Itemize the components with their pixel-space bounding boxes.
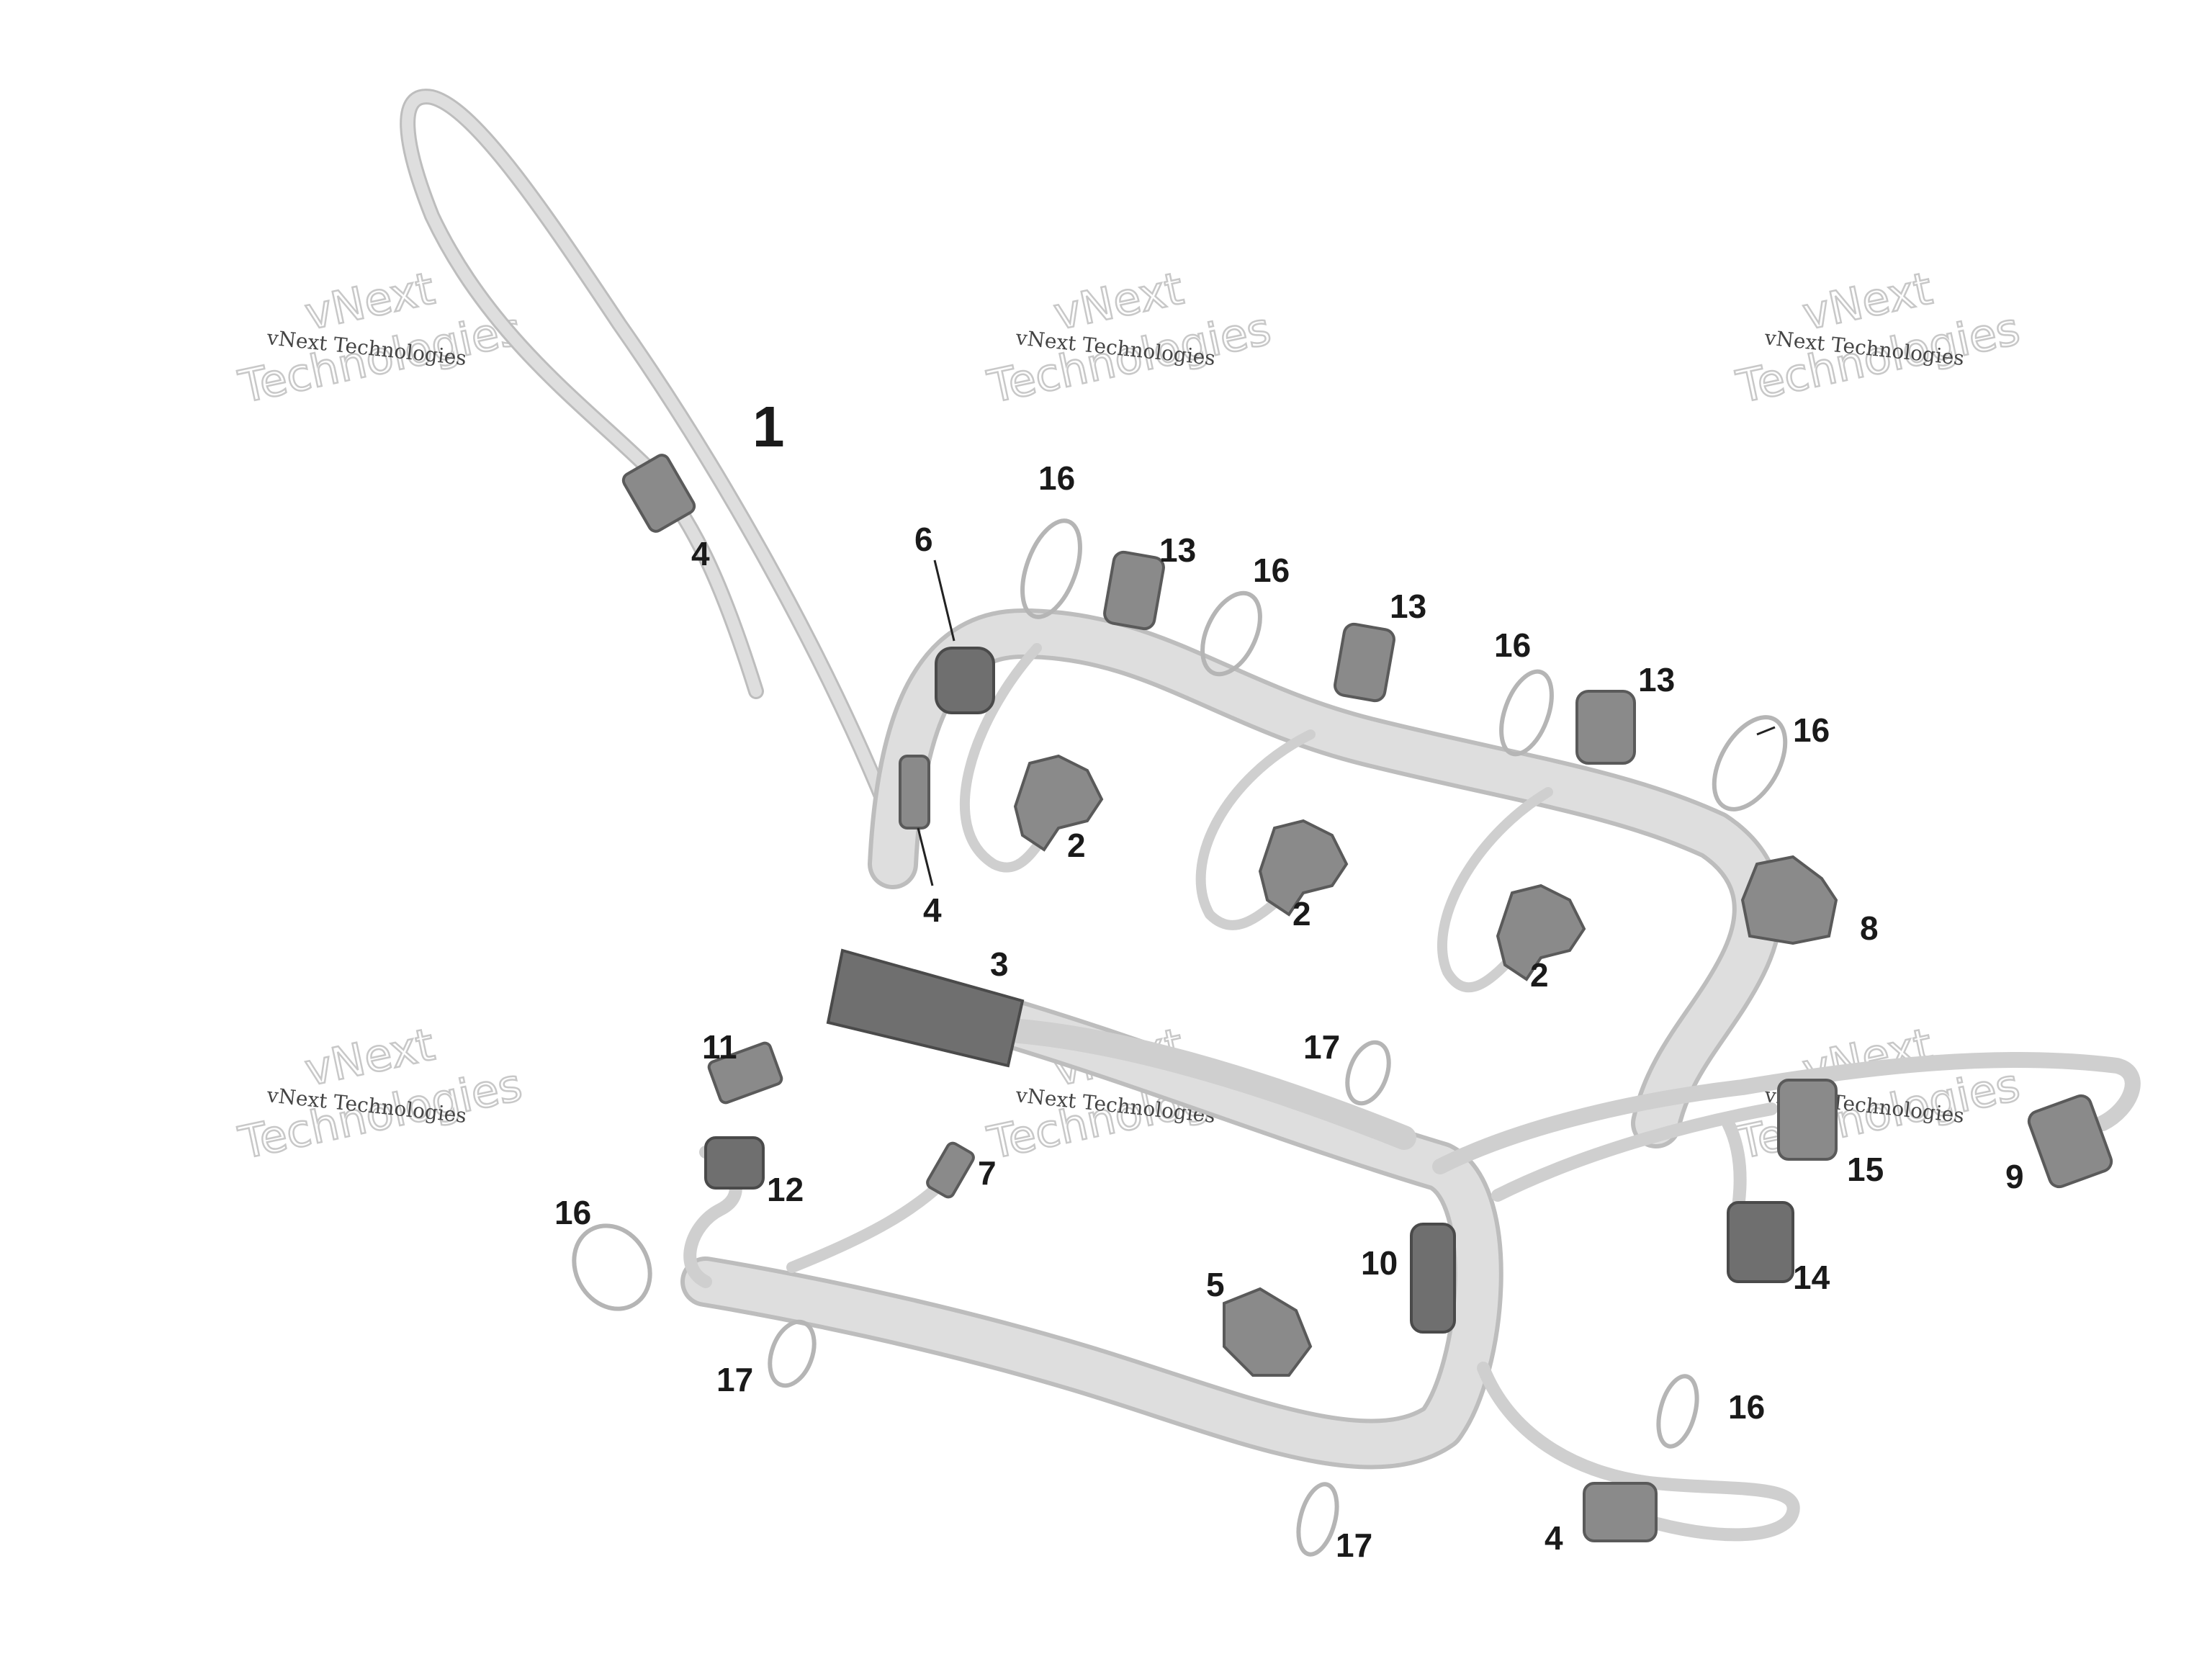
branch-wire-2c [1437,787,1553,993]
callout-labels: 1 4 16 6 13 16 13 16 13 16 2 4 2 8 3 2 1… [554,395,2024,1564]
connector-6 [935,647,995,714]
connector-4-left [899,755,930,830]
connectors [621,454,2113,1542]
ring-16f [1656,1374,1699,1449]
ring-17c [1296,1482,1339,1557]
callout-8: 8 [1860,909,1879,947]
callout-17c: 17 [1336,1527,1372,1564]
connector-4-top [621,454,696,533]
callout-17b: 17 [716,1361,753,1398]
ring-16a [1020,518,1082,619]
connector-10 [1410,1223,1456,1334]
upper-loop-wire-fill [402,91,891,812]
connector-11 [707,1041,783,1105]
callout-12: 12 [767,1171,804,1208]
callout-16c: 16 [1494,626,1531,664]
watermarks: vNext Technologies vNext Technologies vN… [233,261,2025,1170]
leader-lines [917,559,1776,886]
callout-13b: 13 [1390,588,1426,625]
callout-9: 9 [2005,1158,2024,1195]
ring-16c [1499,669,1554,757]
branch-wire-15 [1491,1102,1778,1202]
connector-3 [826,948,1025,1068]
connector-13b [1334,622,1395,703]
callout-11: 11 [702,1028,737,1066]
rings [572,518,1788,1557]
connector-7 [926,1141,975,1199]
ring-16b [1200,590,1262,677]
upper-loop-wire [400,89,894,814]
connector-15 [1777,1079,1838,1161]
callout-14: 14 [1793,1259,1830,1296]
callout-4a: 4 [691,535,710,572]
callout-2b: 2 [1292,895,1311,932]
connector-14 [1727,1201,1794,1283]
callout-16a: 16 [1038,459,1075,497]
callout-16b: 16 [1253,552,1290,589]
leader-16d [1756,726,1776,736]
callout-13c: 13 [1638,661,1675,698]
callout-16f: 16 [1728,1388,1765,1426]
harness-body [400,89,2141,1542]
callout-2c: 2 [1530,956,1549,994]
leader-6 [933,559,956,642]
callout-6: 6 [914,521,933,558]
connector-9 [2027,1094,2113,1189]
bottom-trunk-fill [685,1002,1499,1465]
callout-3: 3 [990,945,1009,983]
branch-wire-2a [959,643,1056,873]
callout-2a: 2 [1067,827,1086,864]
connector-8 [1740,855,1838,945]
callout-16d: 16 [1793,711,1830,749]
callout-4b: 4 [923,891,942,929]
connector-2a [1013,754,1104,852]
connector-4-bottom [1583,1482,1658,1542]
ring-16d [1712,715,1788,811]
branch-wire-9 [1432,1051,2141,1174]
top-trunk-fill [872,613,1779,1144]
callout-7: 7 [978,1154,997,1192]
callout-10: 10 [1361,1244,1398,1282]
ring-17b [768,1319,817,1388]
branch-wire-4-bottom [1477,1362,1800,1542]
ring-17a [1345,1040,1391,1106]
callout-13a: 13 [1159,531,1196,569]
callout-17a: 17 [1303,1028,1340,1066]
callout-4c: 4 [1545,1519,1563,1557]
connector-2c [1496,884,1586,981]
connector-13a [1103,550,1165,631]
branch-wire-2b [1195,729,1316,930]
callout-15: 15 [1847,1151,1884,1188]
connector-13c [1575,690,1636,765]
callout-16e: 16 [554,1194,591,1231]
callout-1: 1 [752,395,785,459]
leader-4-left [917,827,934,886]
connector-12 [704,1136,765,1190]
callout-5: 5 [1206,1266,1225,1303]
ring-16e [572,1223,652,1311]
connector-2b [1258,819,1349,917]
connector-5 [1223,1287,1313,1377]
branch-wire-3 [989,1017,1416,1150]
